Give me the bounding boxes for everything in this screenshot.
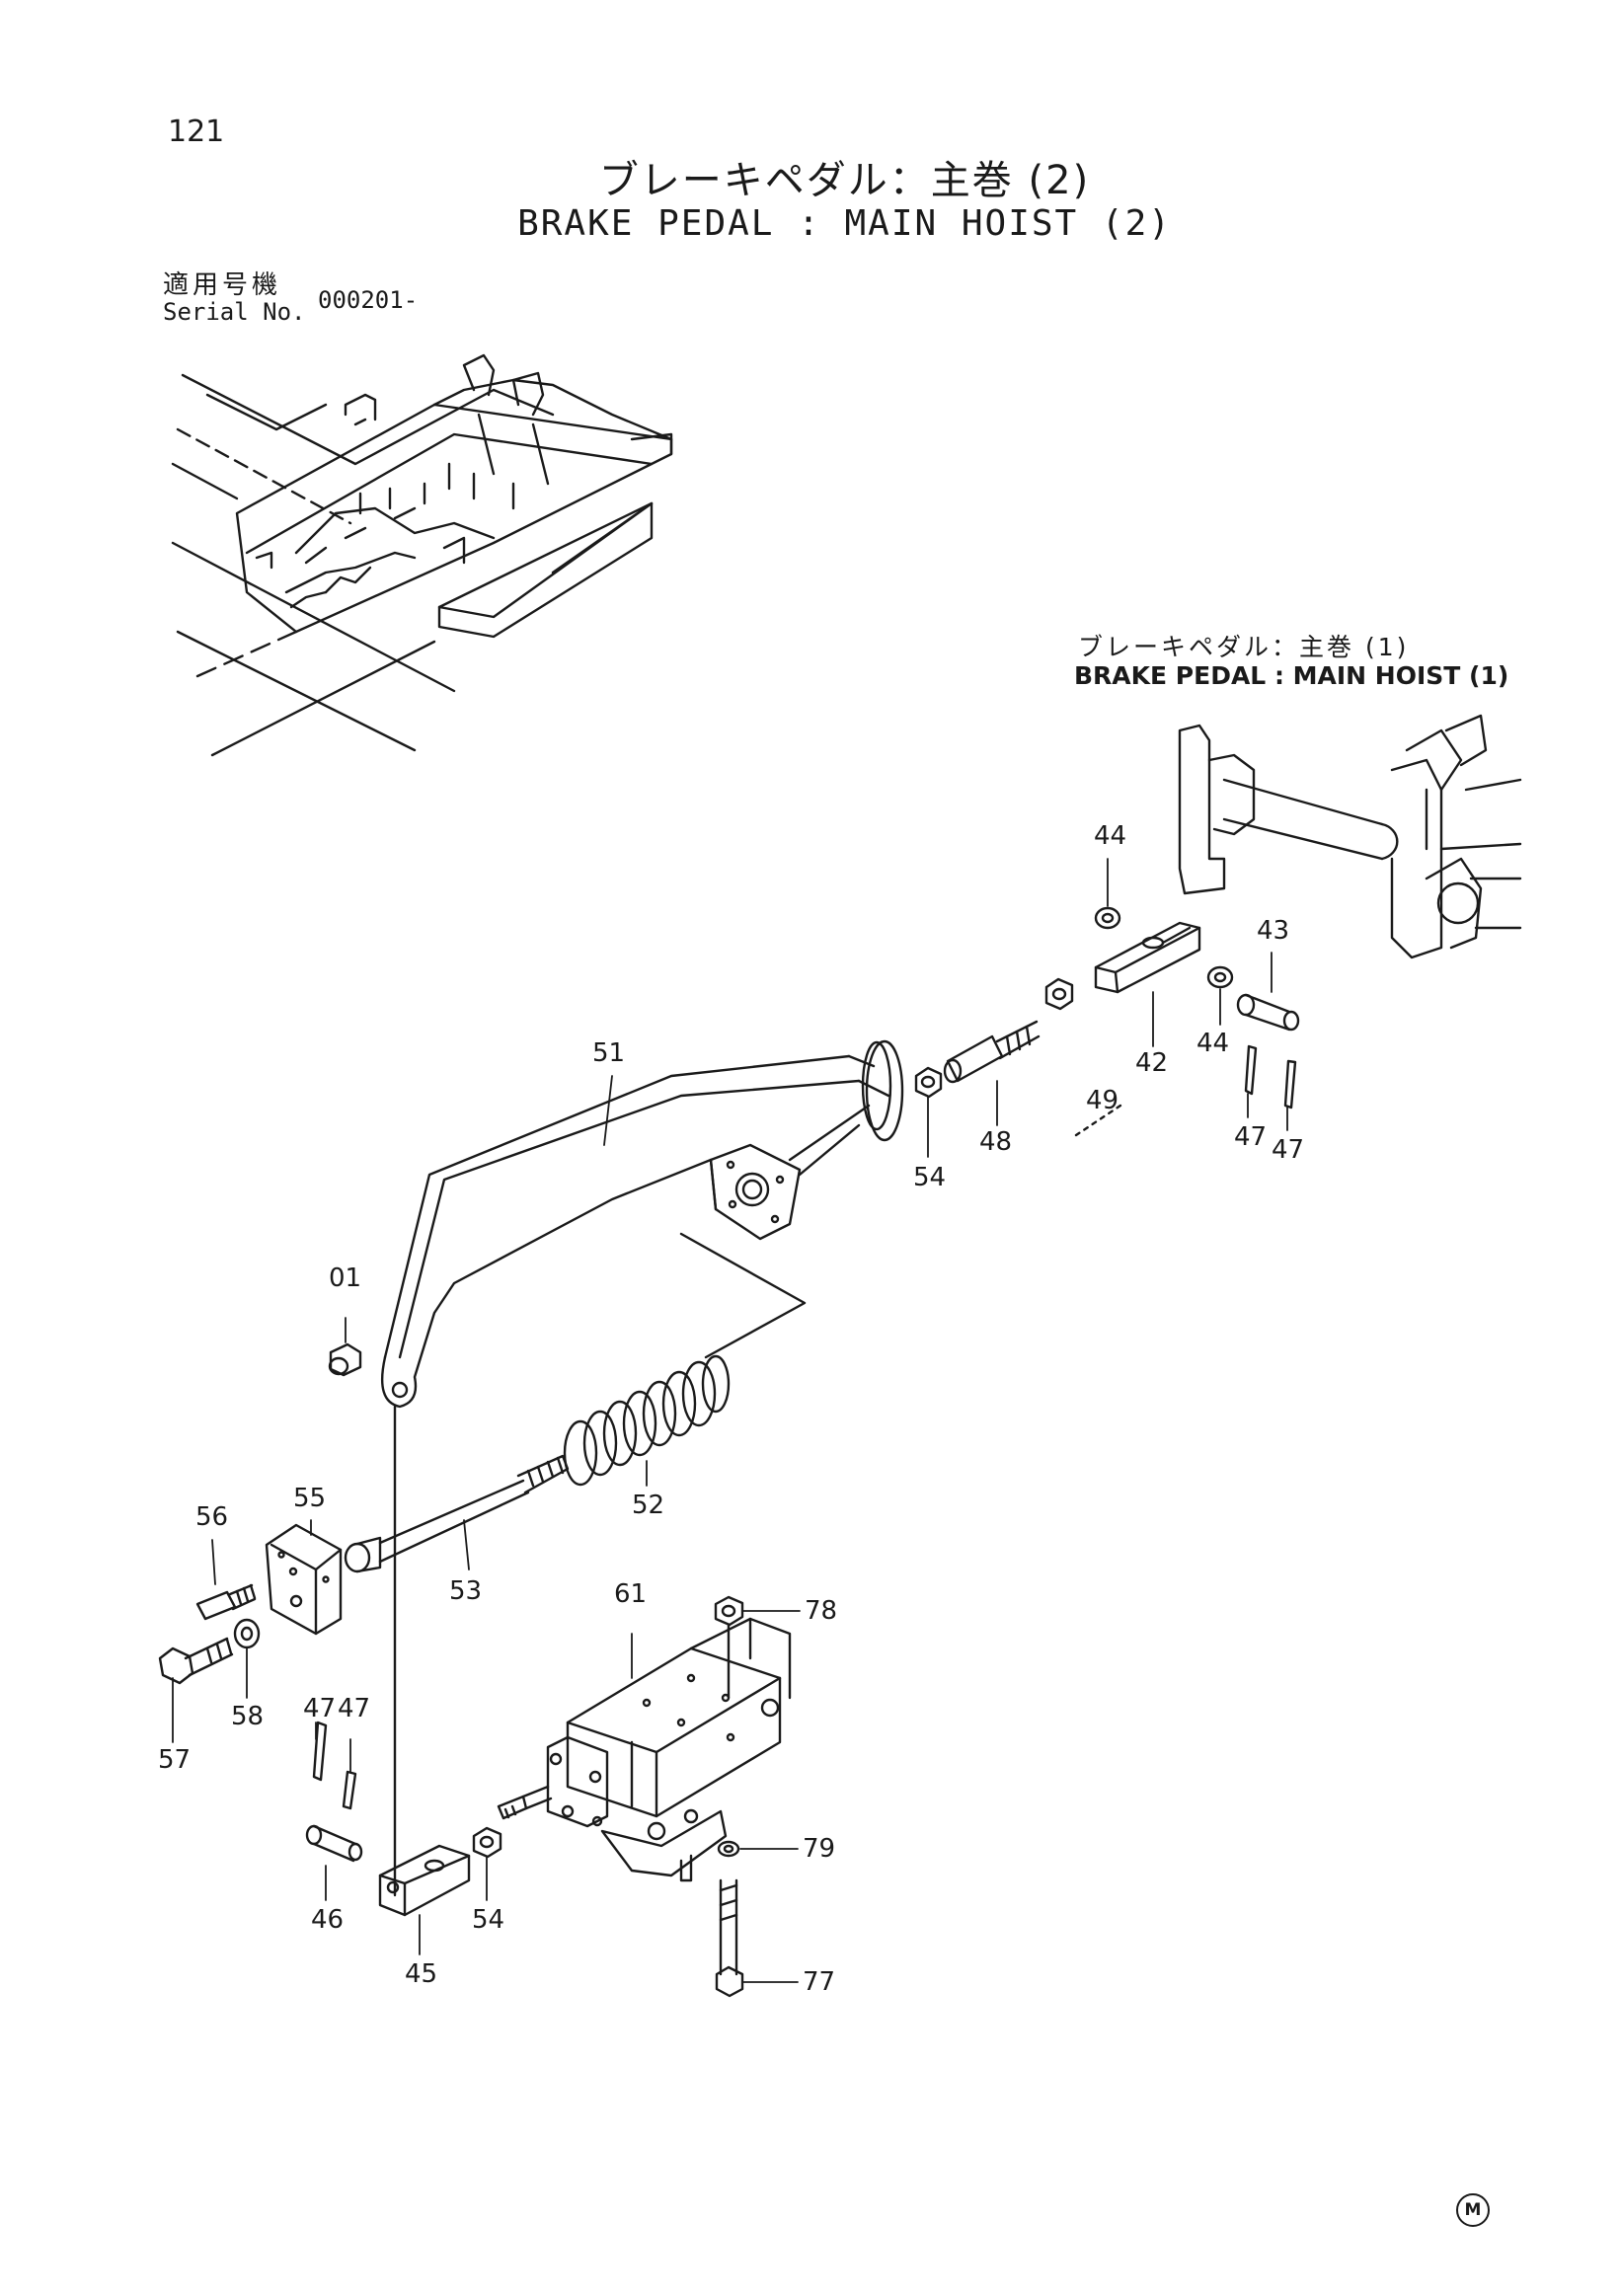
callout-47: 47	[338, 1694, 371, 1723]
callout-54: 54	[913, 1163, 947, 1192]
callout-49: 49	[1086, 1086, 1119, 1115]
plate-55	[265, 1523, 343, 1636]
pin-46	[305, 1824, 363, 1863]
nut-49	[1044, 977, 1074, 1011]
callout-45: 45	[405, 1959, 438, 1989]
callout-43: 43	[1257, 916, 1290, 946]
assembly-guide-lines	[393, 1104, 1122, 1897]
washer-79	[717, 1840, 740, 1858]
washer-44-upper	[1094, 906, 1121, 930]
cotter-pins-47-upper	[1244, 1044, 1297, 1110]
serial-number-value: 000201-	[318, 286, 419, 314]
nut-54-upper	[914, 1066, 943, 1099]
spring-52	[563, 1354, 731, 1487]
bushing-01	[328, 1342, 362, 1377]
callout-52: 52	[632, 1491, 665, 1520]
washer-58	[233, 1618, 261, 1649]
reference-pedal-assembly	[1178, 714, 1522, 959]
callout-56: 56	[195, 1502, 229, 1532]
callout-54: 54	[472, 1905, 505, 1935]
callout-42: 42	[1135, 1048, 1169, 1078]
brake-valve-61	[497, 1617, 792, 1882]
callout-44: 44	[1094, 821, 1127, 851]
nut-78	[714, 1595, 744, 1700]
machine-overview-sketch	[171, 353, 673, 757]
callout-47: 47	[1234, 1122, 1268, 1152]
pedal-arm-51	[381, 1039, 904, 1409]
publisher-logo: M	[1456, 2193, 1490, 2227]
page-number: 121	[168, 115, 225, 149]
callout-79: 79	[803, 1834, 836, 1864]
callout-46: 46	[311, 1905, 345, 1935]
callout-48: 48	[979, 1127, 1013, 1157]
nut-54-lower	[472, 1826, 502, 1859]
clevis-42	[1094, 921, 1201, 994]
clevis-45	[378, 1844, 471, 1917]
callout-01: 01	[329, 1263, 362, 1293]
callout-77: 77	[803, 1967, 836, 1997]
serial-label-japanese: 適用号機	[163, 270, 282, 300]
callout-58: 58	[231, 1702, 265, 1731]
callout-53: 53	[449, 1576, 483, 1606]
callout-51: 51	[592, 1038, 626, 1068]
bolt-77	[715, 1878, 744, 1998]
page-title-english: BRAKE PEDAL : MAIN HOIST (2)	[517, 203, 1172, 244]
serial-label-english: Serial No.	[163, 298, 306, 326]
callout-leader-lines	[172, 858, 1288, 1983]
bolt-57	[158, 1637, 234, 1685]
reference-title-english: BRAKE PEDAL : MAIN HOIST (1)	[1074, 661, 1509, 690]
page-title-japanese: ブレーキペダル：主巻 (2)	[598, 158, 1091, 203]
callout-44: 44	[1196, 1029, 1230, 1058]
rod-53	[344, 1454, 570, 1573]
rod-end-48	[943, 1020, 1041, 1084]
callout-55: 55	[293, 1484, 327, 1513]
callout-57: 57	[158, 1745, 192, 1775]
screw-56	[195, 1583, 257, 1621]
pin-43	[1236, 993, 1300, 1032]
callout-47: 47	[303, 1694, 337, 1723]
callout-61: 61	[614, 1579, 648, 1609]
cotter-pins-47-lower	[312, 1721, 357, 1810]
callout-47: 47	[1272, 1135, 1305, 1165]
reference-title-japanese: ブレーキペダル：主巻 (1)	[1078, 633, 1410, 661]
washer-44-lower	[1206, 965, 1234, 989]
callout-78: 78	[805, 1596, 838, 1626]
